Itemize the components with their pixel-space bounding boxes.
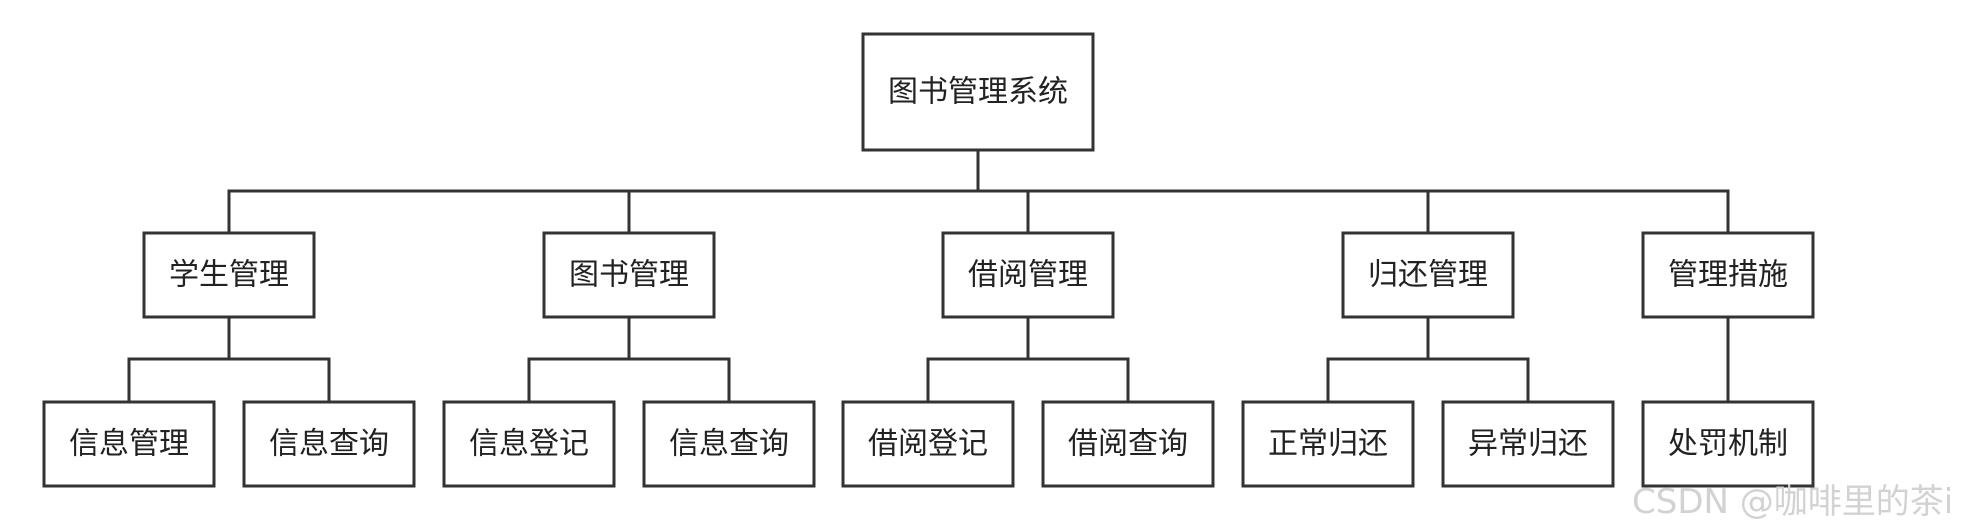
category-node-2: 图书管理 <box>542 231 716 319</box>
leaf-node-4-1-box <box>1241 400 1415 488</box>
leaf-node-1-1-label: 信息管理 <box>69 427 189 462</box>
category-node-4: 归还管理 <box>1341 231 1515 319</box>
leaf-node-4-2-box <box>1441 400 1615 488</box>
category-node-4-label: 归还管理 <box>1368 258 1488 293</box>
category-node-2-box <box>542 231 716 319</box>
category-node-5-box <box>1641 231 1815 319</box>
leaf-node-3-1-box <box>841 400 1015 488</box>
leaf-node-5-1: 处罚机制 <box>1641 400 1815 488</box>
category-node-1-label: 学生管理 <box>169 258 289 293</box>
leaf-node-1-2-label: 信息查询 <box>269 427 389 462</box>
category-node-4-box <box>1341 231 1515 319</box>
root-node-box <box>861 32 1095 152</box>
root-node-label: 图书管理系统 <box>888 75 1068 110</box>
leaf-node-4-2-label: 异常归还 <box>1468 427 1588 462</box>
watermark: CSDN @咖啡里的茶i <box>1632 482 1954 522</box>
leaf-node-1-2: 信息查询 <box>242 400 416 488</box>
leaf-node-1-2-box <box>242 400 416 488</box>
category-node-3-box <box>941 231 1115 319</box>
leaf-node-1-1-box <box>42 400 216 488</box>
leaf-node-4-2: 异常归还 <box>1441 400 1615 488</box>
leaf-node-2-1: 信息登记 <box>442 400 616 488</box>
leaf-node-3-1-label: 借阅登记 <box>868 427 988 462</box>
category-node-1-box <box>142 231 316 319</box>
leaf-node-4-1-label: 正常归还 <box>1268 427 1388 462</box>
leaf-node-3-2: 借阅查询 <box>1041 400 1215 488</box>
category-node-3: 借阅管理 <box>941 231 1115 319</box>
category-node-5: 管理措施 <box>1641 231 1815 319</box>
leaf-node-2-1-box <box>442 400 616 488</box>
category-node-3-label: 借阅管理 <box>968 258 1088 293</box>
leaf-node-2-1-label: 信息登记 <box>469 427 589 462</box>
category-node-5-label: 管理措施 <box>1668 258 1788 293</box>
leaf-node-1-1: 信息管理 <box>42 400 216 488</box>
leaf-node-2-2: 信息查询 <box>642 400 816 488</box>
category-node-2-label: 图书管理 <box>569 258 689 293</box>
leaf-node-2-2-label: 信息查询 <box>669 427 789 462</box>
category-node-1: 学生管理 <box>142 231 316 319</box>
root-node: 图书管理系统 <box>861 32 1095 152</box>
leaf-node-2-2-box <box>642 400 816 488</box>
leaf-node-3-2-box <box>1041 400 1215 488</box>
leaf-node-3-1: 借阅登记 <box>841 400 1015 488</box>
leaf-node-5-1-label: 处罚机制 <box>1668 427 1788 462</box>
leaf-node-4-1: 正常归还 <box>1241 400 1415 488</box>
leaf-node-3-2-label: 借阅查询 <box>1068 427 1188 462</box>
leaf-node-5-1-box <box>1641 400 1815 488</box>
